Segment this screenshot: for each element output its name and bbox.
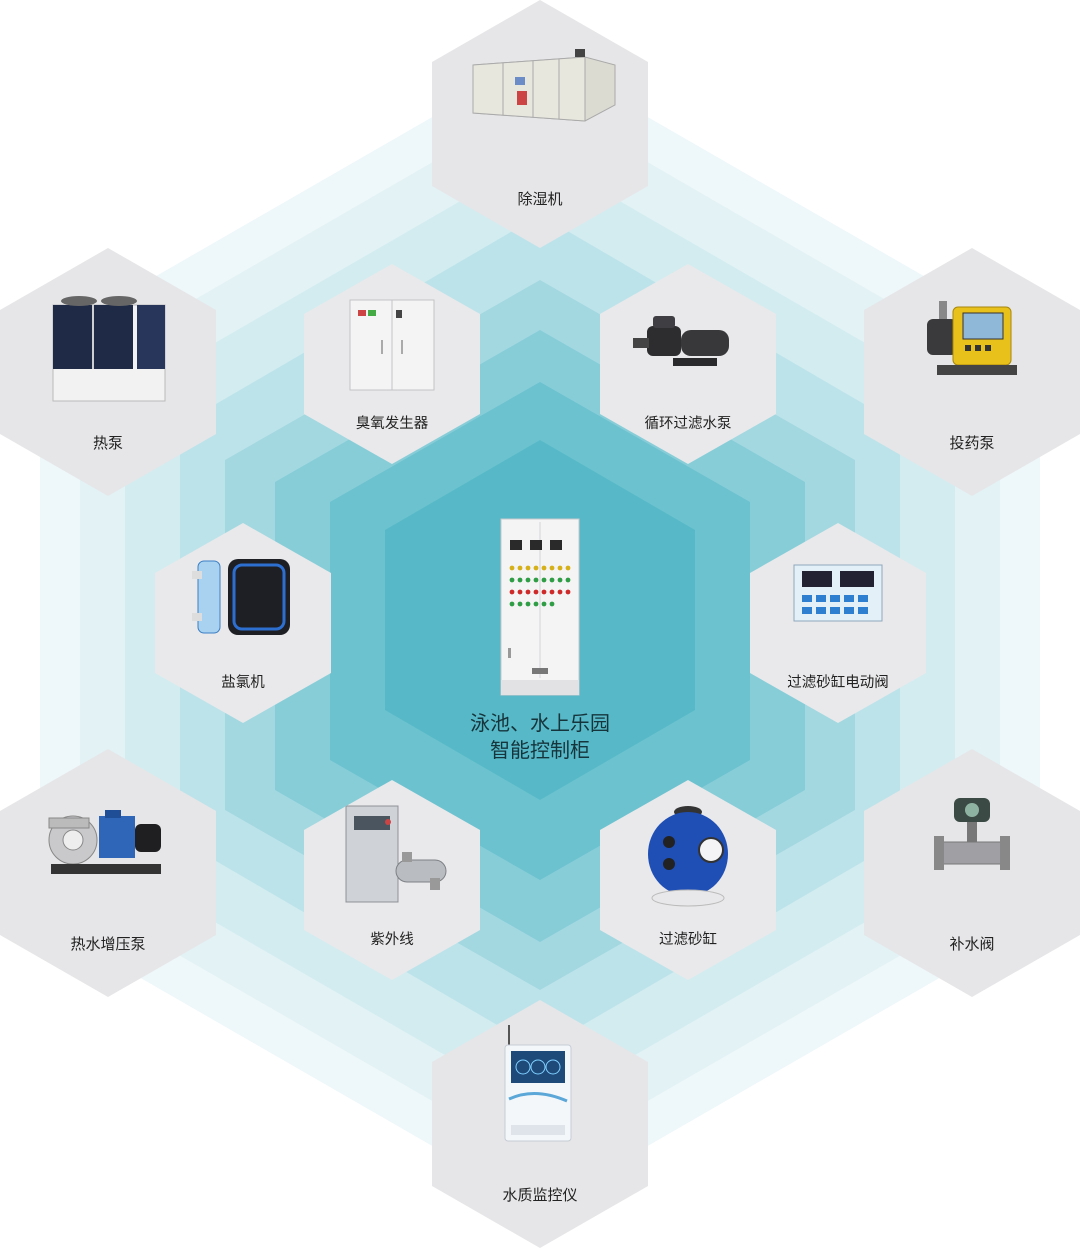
node-label: 热水增压泵 (70, 934, 146, 953)
motor-pump-icon (43, 804, 173, 894)
node-label: 补水阀 (949, 934, 995, 953)
center-title: 泳池、水上乐园 智能控制柜 (420, 710, 660, 764)
chlorinator-icon (188, 559, 298, 643)
node-label: 投药泵 (949, 433, 995, 452)
dehumidifier-unit-icon (455, 48, 625, 143)
center-title-line2: 智能控制柜 (490, 738, 590, 762)
node-label: 除湿机 (517, 190, 563, 209)
node-label: 紫外线 (370, 932, 414, 948)
node-water-monitor[interactable]: 水质监控仪 (432, 1000, 648, 1248)
node-dosing-pump[interactable]: 投药泵 (864, 248, 1080, 496)
node-label: 盐氯机 (221, 675, 265, 691)
node-label: 臭氧发生器 (355, 416, 429, 432)
node-label: 水质监控仪 (502, 1185, 578, 1204)
control-cabinet-image (500, 518, 580, 700)
monitor-box-icon (495, 1024, 585, 1149)
node-ozone-generator[interactable]: 臭氧发生器 (304, 264, 480, 464)
uv-sterilizer-icon (332, 805, 452, 910)
node-heat-pump[interactable]: 热泵 (0, 248, 216, 496)
pump-icon (633, 300, 743, 386)
center-title-line1: 泳池、水上乐园 (470, 711, 610, 735)
heat-pump-unit-icon (43, 295, 173, 411)
node-label: 热泵 (92, 433, 123, 452)
cabinet-icon (346, 299, 438, 398)
node-label: 过滤砂缸电动阀 (787, 675, 889, 691)
sand-filter-icon (643, 806, 733, 912)
node-label: 过滤砂缸 (659, 932, 717, 948)
valve-controller-icon (790, 559, 886, 629)
node-label: 循环过滤水泵 (644, 416, 732, 432)
dosing-pump-icon (917, 300, 1027, 385)
flow-valve-icon (932, 797, 1012, 894)
